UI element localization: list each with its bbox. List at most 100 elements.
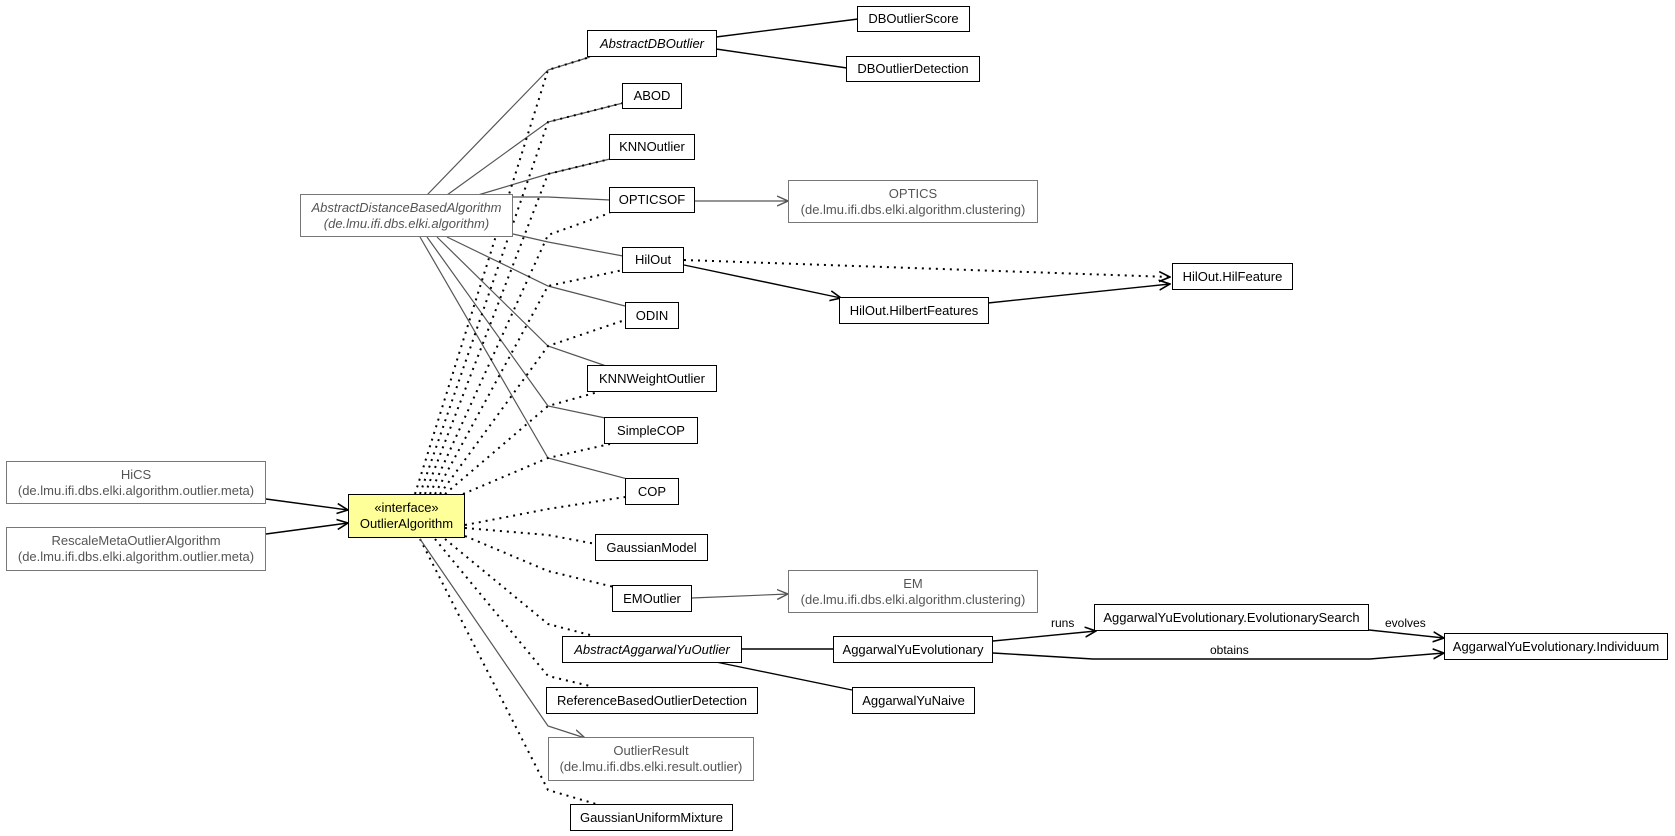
- class-label: OutlierAlgorithm: [359, 516, 454, 531]
- edge-outlieralg-hilout: [434, 269, 624, 495]
- package-label: (de.lmu.ifi.dbs.elki.algorithm.outlier.m…: [17, 549, 255, 564]
- class-label: HilOut.HilbertFeatures: [849, 302, 979, 318]
- class-reference-based-outlier-detection[interactable]: ReferenceBasedOutlierDetection: [546, 687, 758, 714]
- class-emoutlier[interactable]: EMOutlier: [612, 585, 692, 612]
- class-dboutlier-score[interactable]: DBOutlierScore: [857, 6, 970, 32]
- edge-label-runs: runs: [1051, 616, 1075, 630]
- edge-abstractdistance-cop: [419, 236, 651, 486]
- class-cop[interactable]: COP: [625, 478, 679, 505]
- edge-abstractaggarwal-naive: [715, 661, 853, 691]
- class-odin[interactable]: ODIN: [625, 302, 679, 329]
- edge-outlieralg-knnweight: [444, 391, 599, 495]
- edge-abstractdboutlier-detection: [715, 48, 848, 69]
- realization-edges: [414, 56, 1170, 805]
- class-hilout-hilfeature[interactable]: HilOut.HilFeature: [1172, 263, 1293, 290]
- association-edges: [265, 18, 1444, 691]
- edge-outlieralg-gaussianuniform: [419, 538, 597, 805]
- edge-abstractdistance-knnweight: [436, 236, 613, 369]
- edge-hilout-hilfeature: [683, 259, 1170, 277]
- edge-outlieralg-abstractaggarwal: [444, 538, 591, 636]
- class-abstract-aggarwal-yu-outlier[interactable]: AbstractAggarwalYuOutlier: [562, 636, 742, 663]
- class-label: OutlierResult: [613, 743, 689, 758]
- class-label: AggarwalYuNaive: [862, 692, 965, 708]
- class-abstract-distance-based-algorithm[interactable]: AbstractDistanceBasedAlgorithm (de.lmu.i…: [300, 194, 513, 237]
- class-dboutlier-detection[interactable]: DBOutlierDetection: [846, 56, 980, 82]
- class-abod[interactable]: ABOD: [622, 83, 682, 109]
- class-aggarwal-evolutionary-search[interactable]: AggarwalYuEvolutionary.EvolutionarySearc…: [1094, 604, 1369, 631]
- interface-outlier-algorithm[interactable]: «interface» OutlierAlgorithm: [348, 494, 465, 538]
- edge-outlieralg-outlierresult: [419, 538, 585, 738]
- edge-abstractdistance-opticsof: [513, 196, 611, 201]
- edge-outlieralg-referencebased: [434, 538, 591, 687]
- class-label: EM: [903, 575, 923, 591]
- class-label: AbstractDistanceBasedAlgorithm: [311, 199, 502, 215]
- class-knnweightoutlier[interactable]: KNNWeightOutlier: [587, 365, 717, 392]
- edge-outlieralg-simplecop: [462, 443, 611, 495]
- class-hilout-hilbertfeatures[interactable]: HilOut.HilbertFeatures: [839, 297, 989, 324]
- class-aggarwal-yu-naive[interactable]: AggarwalYuNaive: [852, 687, 975, 714]
- class-label: OPTICSOF: [618, 192, 686, 207]
- class-label: ReferenceBasedOutlierDetection: [556, 692, 748, 708]
- class-em[interactable]: EM (de.lmu.ifi.dbs.elki.algorithm.cluste…: [788, 570, 1038, 613]
- edge-abstractdistance-hilout: [512, 233, 624, 257]
- edge-outlieralg-knnoutlier: [424, 158, 611, 495]
- edge-outlieralg-odin: [439, 319, 626, 495]
- package-label: (de.lmu.ifi.dbs.elki.algorithm): [323, 215, 490, 231]
- class-knnoutlier[interactable]: KNNOutlier: [609, 134, 695, 160]
- edge-evolutionary-individuum: [992, 653, 1444, 660]
- edge-abstractdistance-abod: [446, 102, 624, 196]
- class-opticsof[interactable]: OPTICSOF: [609, 187, 695, 213]
- class-label: GaussianModel: [606, 539, 697, 555]
- package-label: (de.lmu.ifi.dbs.elki.algorithm.clusterin…: [800, 201, 1026, 217]
- class-label: GaussianUniformMixture: [579, 809, 724, 825]
- edge-abstractdboutlier-score: [715, 18, 859, 38]
- edge-outlieralg-abod: [419, 102, 624, 495]
- class-aggarwal-individuum[interactable]: AggarwalYuEvolutionary.Individuum: [1444, 633, 1668, 660]
- class-label: HilOut: [634, 252, 672, 267]
- package-label: (de.lmu.ifi.dbs.elki.algorithm.clusterin…: [800, 591, 1026, 607]
- class-optics[interactable]: OPTICS (de.lmu.ifi.dbs.elki.algorithm.cl…: [788, 180, 1038, 223]
- class-label: HiCS: [120, 466, 152, 482]
- class-label: AggarwalYuEvolutionary.EvolutionarySearc…: [1103, 609, 1360, 625]
- edge-outlieralg-cop: [464, 496, 626, 526]
- class-label: AbstractDBOutlier: [599, 35, 705, 51]
- edge-emoutlier-em: [691, 594, 788, 598]
- class-label: DBOutlierDetection: [857, 61, 969, 76]
- edge-abstractdistance-simplecop: [426, 236, 611, 420]
- class-aggarwal-yu-evolutionary[interactable]: AggarwalYuEvolutionary: [833, 636, 993, 663]
- package-label: (de.lmu.ifi.dbs.elki.result.outlier): [559, 759, 743, 774]
- edge-search-individuum: [1368, 629, 1444, 638]
- class-hics[interactable]: HiCS (de.lmu.ifi.dbs.elki.algorithm.outl…: [6, 461, 266, 504]
- package-label: (de.lmu.ifi.dbs.elki.algorithm.outlier.m…: [17, 482, 255, 498]
- class-simplecop[interactable]: SimpleCOP: [604, 417, 698, 444]
- class-label: OPTICS: [888, 185, 938, 201]
- edge-label-obtains: obtains: [1210, 643, 1249, 657]
- edge-hilout-hilbertfeatures: [683, 264, 841, 298]
- edge-outlieralg-opticsof: [429, 212, 611, 495]
- class-label: EMOutlier: [623, 590, 681, 606]
- edge-hilbertfeatures-hilfeature: [987, 284, 1170, 304]
- class-label: SimpleCOP: [617, 422, 685, 438]
- edge-outlieralg-gaussianmodel: [464, 527, 597, 545]
- class-label: KNNWeightOutlier: [599, 370, 705, 386]
- class-gaussian-model[interactable]: GaussianModel: [595, 534, 708, 561]
- class-gaussian-uniform-mixture[interactable]: GaussianUniformMixture: [570, 804, 733, 831]
- class-outlier-result[interactable]: OutlierResult (de.lmu.ifi.dbs.elki.resul…: [548, 737, 754, 781]
- class-hilout[interactable]: HilOut: [622, 247, 684, 273]
- class-rescale-meta-outlier-algorithm[interactable]: RescaleMetaOutlierAlgorithm (de.lmu.ifi.…: [6, 527, 266, 571]
- edge-abstractdistance-odin: [446, 236, 626, 307]
- edge-evolutionary-search: [992, 631, 1096, 642]
- class-label: KNNOutlier: [619, 139, 685, 154]
- class-label: ODIN: [635, 307, 669, 323]
- class-abstract-dboutlier[interactable]: AbstractDBOutlier: [587, 30, 717, 57]
- stereotype-label: «interface»: [374, 500, 439, 515]
- edge-rescale-outlieralg: [265, 523, 348, 535]
- edge-hics-outlieralg: [265, 498, 348, 510]
- class-label: RescaleMetaOutlierAlgorithm: [51, 533, 221, 548]
- class-label: AggarwalYuEvolutionary.Individuum: [1452, 638, 1660, 654]
- class-label: AbstractAggarwalYuOutlier: [574, 641, 730, 657]
- class-label: HilOut.HilFeature: [1182, 268, 1283, 284]
- edge-outlieralg-abstractdboutlier: [414, 56, 591, 495]
